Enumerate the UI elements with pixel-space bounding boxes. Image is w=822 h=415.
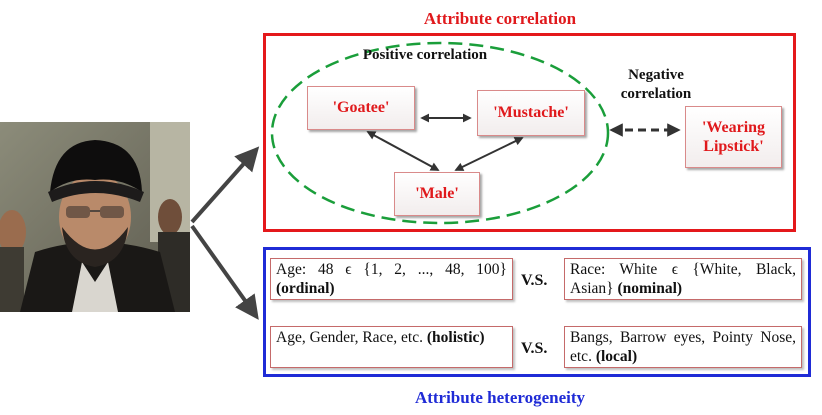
nominal-tag: (nominal) [617, 279, 683, 297]
node-goatee: 'Goatee' [307, 86, 415, 130]
arrow-to-heterogeneity [190, 224, 259, 320]
ordinal-attribute-box: Age: 48 ϵ {1, 2, ..., 48, 100} (ordinal) [270, 258, 513, 300]
versus-label-row1: V.S. [521, 272, 548, 289]
face-photo [0, 122, 190, 312]
local-attribute-text: Bangs, Barrow eyes, Pointy Nose, etc. [570, 329, 796, 365]
arrow-goatee-male [366, 131, 440, 171]
positive-correlation-ellipse [270, 41, 610, 225]
negative-correlation-label: Negative correlation [620, 67, 692, 102]
node-male: 'Male' [394, 172, 480, 216]
attribute-correlation-title: Attribute correlation [423, 9, 577, 28]
arrow-to-correlation [190, 146, 260, 224]
node-wearing-lipstick: 'Wearing Lipstick' [685, 106, 782, 168]
local-tag: (local) [595, 347, 638, 365]
attribute-heterogeneity-panel [263, 247, 811, 377]
nominal-attribute-box: Race: White ϵ {White, Black, Asian} (nom… [564, 258, 802, 300]
arrow-mustache-male [454, 137, 524, 171]
positive-correlation-label: Positive correlation [362, 47, 488, 63]
holistic-attribute-box: Age, Gender, Race, etc. (holistic) [270, 326, 513, 368]
local-attribute-box: Bangs, Barrow eyes, Pointy Nose, etc. (l… [564, 326, 802, 368]
holistic-tag: (holistic) [426, 329, 485, 346]
ordinal-attribute-text: Age: 48 ϵ {1, 2, ..., 48, 100} [276, 261, 507, 278]
nominal-attribute-text: Race: White ϵ {White, Black, Asian} [570, 261, 796, 297]
holistic-attribute-text: Age, Gender, Race, etc. [276, 329, 423, 346]
node-mustache: 'Mustache' [477, 90, 585, 136]
versus-label-row2: V.S. [521, 340, 548, 357]
ordinal-tag: (ordinal) [276, 279, 335, 297]
attribute-correlation-panel [263, 33, 796, 232]
attribute-heterogeneity-title: Attribute heterogeneity [414, 388, 586, 407]
